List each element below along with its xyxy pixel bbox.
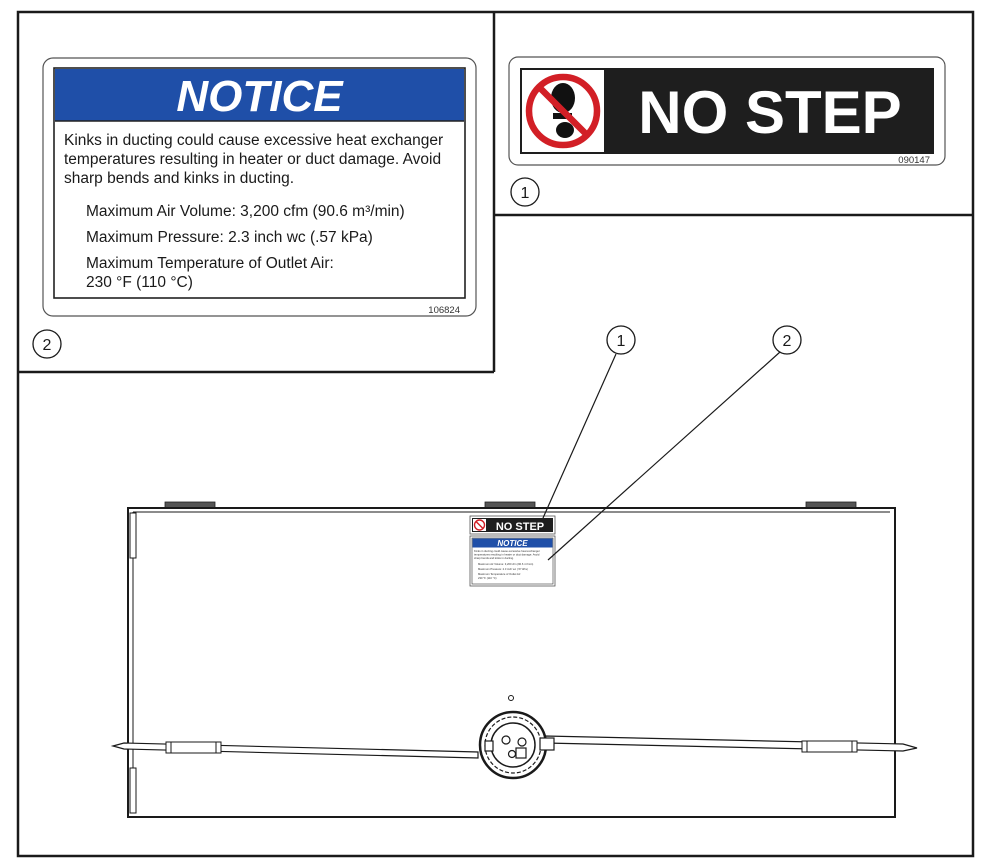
leader-line-1 (542, 353, 617, 519)
central-blower-assembly (478, 710, 555, 780)
notice-spec-air-volume: Maximum Air Volume: 3,200 cfm (90.6 m³/m… (86, 203, 405, 220)
rod-clamp-left (165, 741, 222, 754)
callout-circle (510, 177, 540, 207)
heater-mini-nostep-decal: NO STEP (469, 515, 556, 535)
rod-clamp-right (801, 740, 858, 753)
mini-notice-spec: Maximum Pressure: 2.3 inch wc (.57 kPa) (478, 567, 528, 571)
nostep-text: NO STEP (638, 79, 901, 146)
nostep-part-number: 090147 (898, 155, 930, 166)
left-latch-top (129, 512, 137, 559)
mini-notice-spec: 230 °F (110 °C) (478, 576, 497, 580)
mini-notice-line: Kinks in ducting could cause excessive h… (474, 549, 540, 553)
callout-2-heater: 2 (772, 325, 802, 355)
callout-circle (772, 325, 802, 355)
notice-part-number: 106824 (428, 305, 460, 316)
nostep-label: NO STEP 090147 (508, 56, 946, 166)
notice-spec-temperature: Maximum Temperature of Outlet Air: (86, 255, 334, 272)
no-step-prohibition-icon (525, 73, 601, 149)
callout-number: 1 (521, 185, 530, 202)
callout-2-notice-panel: 2 (32, 329, 62, 359)
callout-circle (32, 329, 62, 359)
housing-small-hole (508, 695, 514, 701)
callout-1-heater: 1 (606, 325, 636, 355)
mini-nostep-text: NO STEP (496, 521, 544, 533)
notice-header-text: NOTICE (176, 72, 344, 121)
callout-number: 2 (783, 333, 792, 350)
notice-body-line-1: Kinks in ducting could cause excessive h… (64, 132, 443, 149)
mini-notice-line: temperatures resulting in heater or duct… (474, 553, 540, 557)
notice-body-line-3: sharp bends and kinks in ducting. (64, 170, 294, 187)
notice-header-band (55, 69, 464, 121)
mini-notice-spec: Maximum Air Volume: 3,200 cfm (90.6 m³/m… (478, 562, 533, 566)
mini-notice-header: NOTICE (497, 539, 528, 548)
heater-top-view: NO STEP NOTICE Kinks in ducting could ca… (110, 325, 918, 818)
mini-notice-line: sharp bends and kinks in ducting. (474, 556, 514, 560)
mini-notice-spec: Maximum Temperature of Outlet Air: (478, 572, 521, 576)
heater-mini-notice-decal: NOTICE Kinks in ducting could cause exce… (469, 535, 556, 587)
callout-circle (606, 325, 636, 355)
notice-spec-pressure: Maximum Pressure: 2.3 inch wc (.57 kPa) (86, 229, 373, 246)
left-latch-bottom (129, 767, 137, 814)
callout-1-nostep-panel: 1 (510, 177, 540, 207)
notice-label: NOTICE Kinks in ducting could cause exce… (42, 57, 477, 317)
callout-number: 1 (617, 333, 626, 350)
notice-spec-temperature-value: 230 °F (110 °C) (86, 274, 193, 291)
leader-line-2 (547, 351, 781, 561)
notice-body-line-2: temperatures resulting in heater or duct… (64, 151, 441, 168)
callout-number: 2 (43, 337, 52, 354)
